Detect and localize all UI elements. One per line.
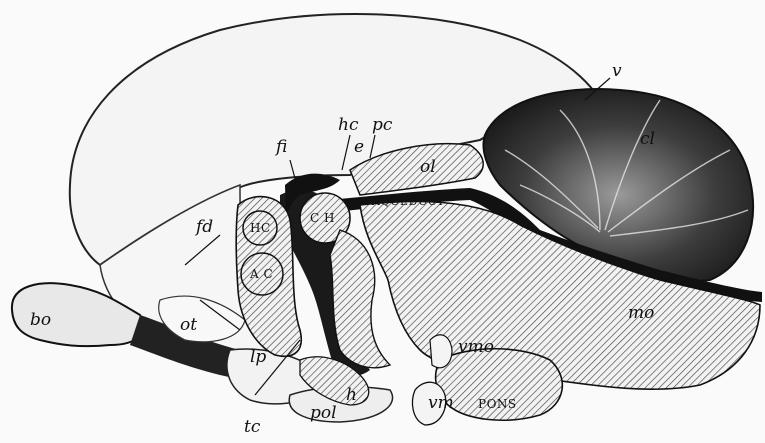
label-fi: fi <box>274 137 287 157</box>
label-mo: mo <box>628 303 654 323</box>
nerve-root-small <box>430 335 452 368</box>
label-hc: hc <box>338 115 359 135</box>
label-tc: tc <box>244 417 261 437</box>
label-vm: vm <box>428 393 454 413</box>
label-lp: lp <box>250 347 266 367</box>
label-pol: pol <box>310 403 337 423</box>
label-pc: pc <box>372 115 393 135</box>
label-cl: cl <box>640 129 655 149</box>
label-v: v <box>612 61 622 81</box>
label-ac: A C <box>249 267 273 281</box>
label-aqueduct: AQUEDUCT <box>371 195 445 208</box>
label-h: h <box>346 385 357 405</box>
label-ch: C H <box>310 211 335 225</box>
label-e: e <box>354 137 364 157</box>
label-bo: bo <box>30 310 51 330</box>
label-hc-inner: HC <box>250 221 271 235</box>
label-pons: PONS <box>478 397 517 411</box>
label-vmo: vmo <box>458 337 494 357</box>
label-ol: ol <box>420 157 436 177</box>
label-fd: fd <box>194 217 213 237</box>
label-ot: ot <box>180 315 197 335</box>
